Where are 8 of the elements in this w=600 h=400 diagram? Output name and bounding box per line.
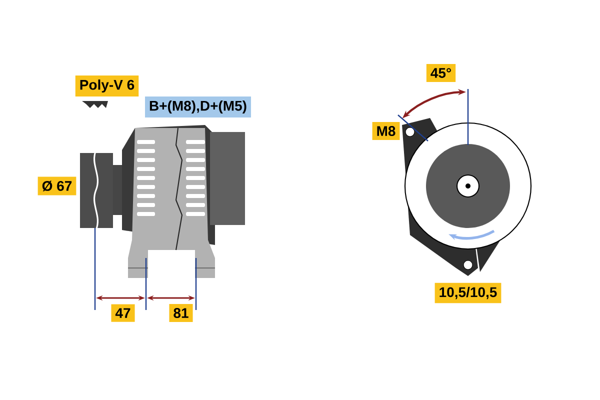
dimension-label: M8 [372,122,400,140]
dimension-label: 47 [111,304,135,322]
dimension-label: 81 [169,304,193,322]
dimension-label: B+(M8),D+(M5) [145,96,251,118]
dimension-label: Ø 67 [38,176,76,196]
dimension-label: Poly-V 6 [75,75,139,97]
dimension-label: 45° [426,64,456,82]
dimension-label: 10,5/10,5 [434,282,502,304]
